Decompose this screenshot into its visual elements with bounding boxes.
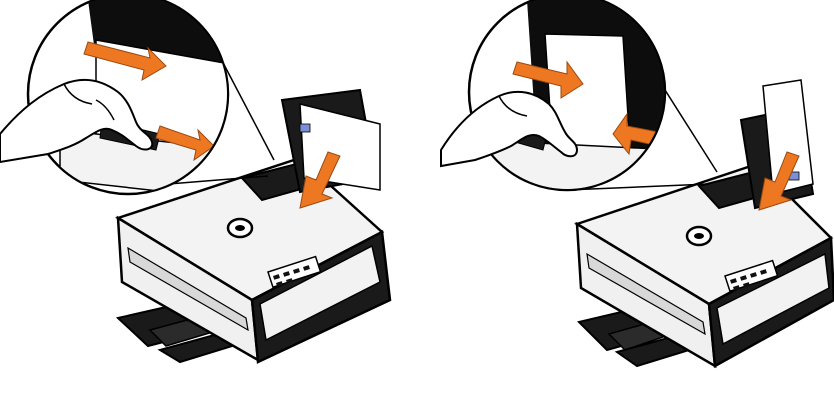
paper-support (282, 90, 380, 192)
paper-icon (300, 104, 380, 190)
printer-illustration-left (0, 0, 417, 394)
illustration-left (0, 0, 417, 394)
magnifier-callout (0, 0, 274, 200)
magnifier-callout (441, 0, 717, 200)
illustration-right (417, 0, 834, 394)
printer-illustration-right (417, 0, 834, 394)
